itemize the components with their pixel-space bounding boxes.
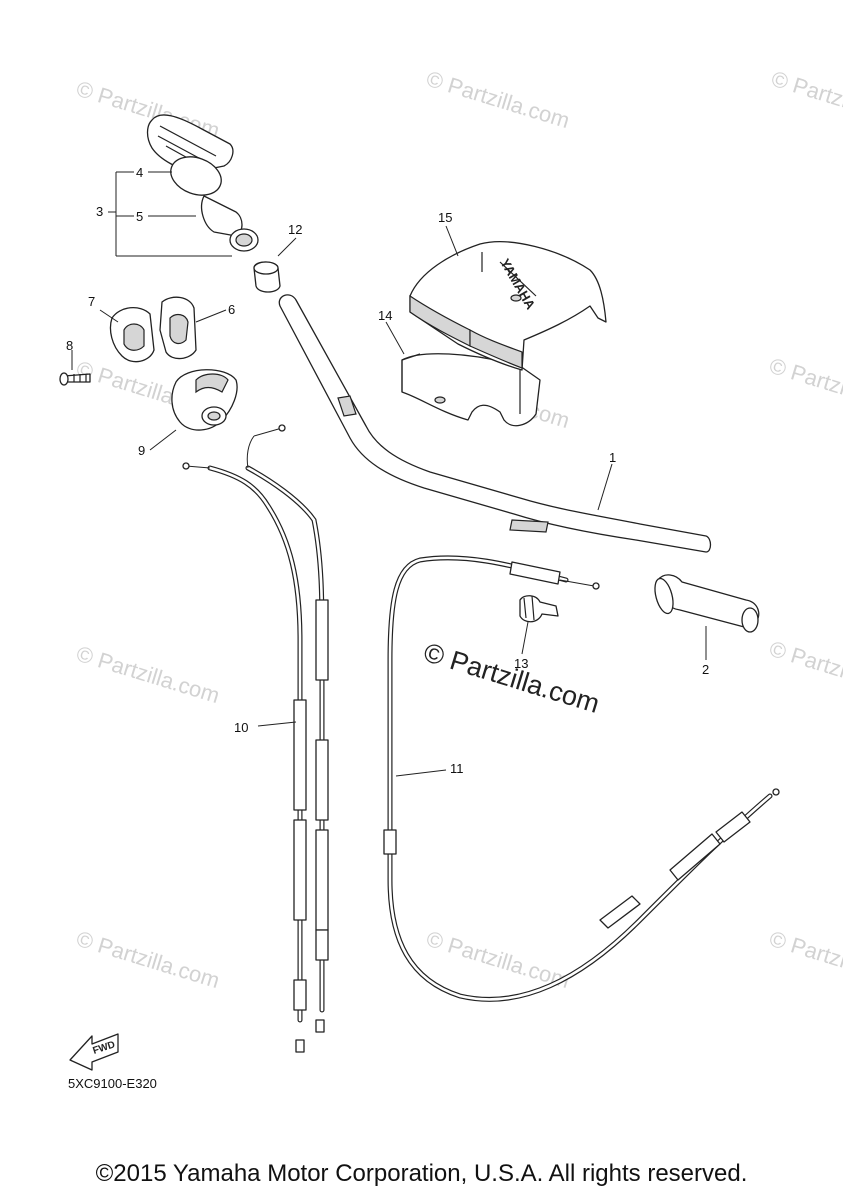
callout-2: 2 [702, 662, 709, 677]
callout-1: 1 [609, 450, 616, 465]
left-grip [654, 574, 760, 633]
throttle-housing [109, 296, 197, 363]
callout-numbers: 1 2 3 4 5 6 7 8 9 10 11 12 13 14 15 [66, 165, 709, 776]
callout-11: 11 [450, 761, 464, 776]
throttle-cables [182, 424, 329, 1053]
watermark-main: © Partzilla.com [420, 637, 603, 719]
throttle-grip [146, 114, 259, 252]
callout-6: 6 [228, 302, 235, 317]
watermark: © Partzilla.com [769, 66, 843, 133]
clutch-cable [383, 555, 780, 1002]
callout-4: 4 [136, 165, 143, 180]
collar [253, 261, 281, 293]
callout-12: 12 [288, 222, 302, 237]
copyright-notice: ©2015 Yamaha Motor Corporation, U.S.A. A… [95, 1160, 748, 1187]
watermark: © Partzilla.com [424, 66, 573, 133]
watermark: © Partzilla.com [767, 636, 843, 703]
callout-15: 15 [438, 210, 452, 225]
callout-leaders [71, 171, 707, 777]
callout-7: 7 [88, 294, 95, 309]
callout-14: 14 [378, 308, 392, 323]
pad-cover: YAMAHA [409, 241, 607, 371]
handlebar [278, 294, 712, 553]
callout-10: 10 [234, 720, 248, 735]
diagram-canvas: © Partzilla.com © Partzilla.com © Partzi… [59, 66, 843, 1091]
watermark: © Partzilla.com [74, 641, 223, 708]
cable-adjuster [519, 595, 559, 623]
watermark: © Partzilla.com [767, 353, 843, 420]
handlebar-pad [401, 353, 541, 427]
watermarks: © Partzilla.com © Partzilla.com © Partzi… [74, 66, 843, 993]
watermark: © Partzilla.com [74, 926, 223, 993]
screw [59, 372, 91, 386]
drawing-code: 5XC9100-E320 [68, 1076, 157, 1091]
callout-3: 3 [96, 204, 103, 219]
callout-8: 8 [66, 338, 73, 353]
callout-9: 9 [138, 443, 145, 458]
callout-13: 13 [514, 656, 528, 671]
callout-5: 5 [136, 209, 143, 224]
watermark: © Partzilla.com [767, 926, 843, 993]
throttle-body [171, 369, 238, 431]
fwd-arrow: FWD [69, 1033, 119, 1071]
